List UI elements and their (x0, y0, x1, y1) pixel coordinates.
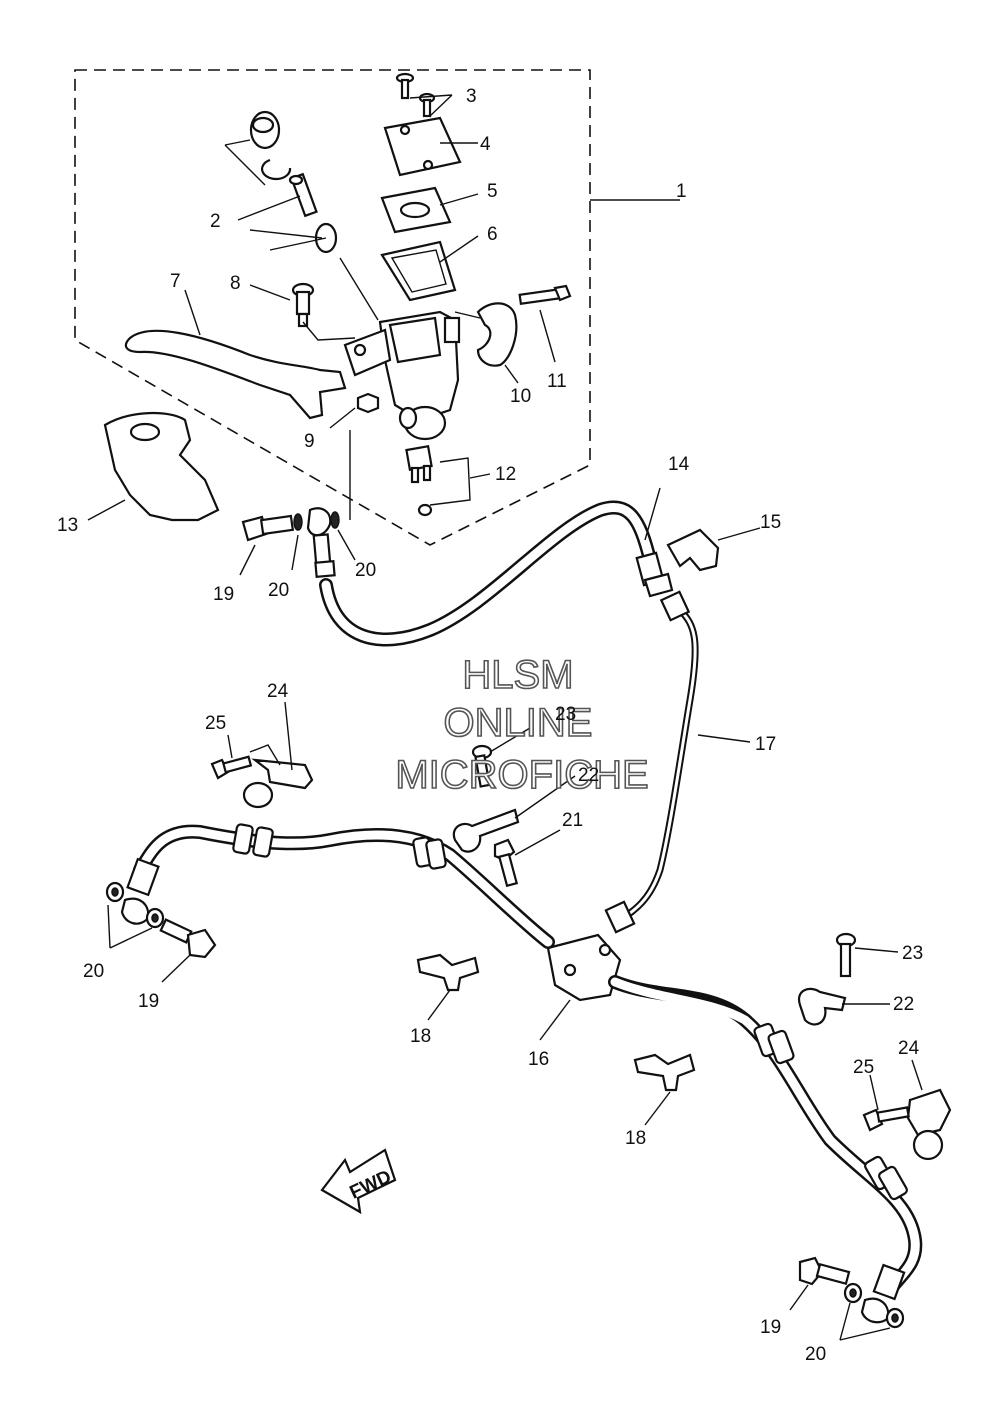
left-banjo-fitting (105, 881, 217, 983)
hose-bracket-right (862, 1059, 952, 1161)
callout-3: 3 (466, 86, 477, 107)
hose-clip-part (666, 528, 720, 572)
brake-hose-joint-part (546, 933, 622, 1002)
callout-22-upper: 22 (578, 765, 599, 786)
reservoir-cap-part (383, 116, 462, 177)
callout-23-right: 23 (902, 943, 923, 964)
callout-1: 1 (676, 181, 687, 202)
callout-20-upper-left: 20 (268, 580, 289, 601)
cap-screw-part (395, 72, 436, 118)
callout-9: 9 (304, 431, 315, 452)
callout-16: 16 (528, 1049, 549, 1070)
pipe-clamp-right (797, 932, 899, 1026)
left-lower-brake-hose (126, 823, 555, 949)
callout-11: 11 (547, 371, 567, 392)
hose-guide-clip-left (416, 953, 480, 1021)
holder-bolt-part (518, 284, 572, 305)
callout-20-left: 20 (83, 961, 104, 982)
callout-23-upper: 23 (555, 704, 576, 725)
hose-bracket-left (210, 701, 314, 809)
callout-19-right: 19 (760, 1317, 781, 1338)
pivot-bolt-part (291, 282, 315, 328)
right-lower-brake-hose (608, 975, 923, 1301)
callout-4: 4 (480, 134, 491, 155)
callout-labels: 1 2 3 4 5 6 7 8 9 10 11 12 13 14 15 16 1… (57, 86, 923, 1365)
callout-14: 14 (668, 454, 690, 475)
callout-24-left: 24 (267, 681, 289, 702)
brake-pipe (604, 590, 751, 934)
callout-22-right: 22 (893, 994, 914, 1015)
watermark: HLSM ONLINE MICROFICHE (395, 652, 650, 798)
callout-15: 15 (760, 512, 781, 533)
callout-13: 13 (57, 515, 78, 536)
callout-2: 2 (210, 211, 221, 232)
lever-nut-part (356, 392, 380, 414)
upper-banjo-fitting (239, 507, 356, 578)
watermark-line-1: HLSM (462, 653, 573, 697)
pipe-clamp-upper (452, 727, 576, 853)
union-bolt-part (493, 829, 561, 888)
brake-light-switch-part (405, 444, 471, 517)
callout-17: 17 (755, 734, 776, 755)
hose-guide-clip-right (633, 1053, 696, 1126)
callout-25-left: 25 (205, 713, 226, 734)
callout-19-left: 19 (138, 991, 159, 1012)
callout-21: 21 (562, 810, 583, 831)
forward-direction-arrow: FWD (320, 1148, 397, 1215)
assembly-boundary (74, 69, 591, 546)
callout-7: 7 (170, 271, 181, 292)
callout-12: 12 (495, 464, 516, 485)
brake-lever-part (124, 329, 347, 420)
callout-18-left: 18 (410, 1026, 431, 1047)
callout-24-right: 24 (898, 1038, 920, 1059)
callout-6: 6 (487, 224, 498, 245)
master-cylinder-assembly (124, 72, 572, 520)
watermark-line-2: ONLINE (444, 701, 593, 745)
callout-10: 10 (510, 386, 531, 407)
master-cylinder-cover-part (103, 412, 220, 522)
watermark-line-3: MICROFICHE (395, 753, 648, 797)
callout-20-right: 20 (805, 1344, 826, 1365)
callout-20-upper-right: 20 (355, 560, 376, 581)
master-cylinder-holder-part (476, 302, 518, 367)
callout-19-upper: 19 (213, 584, 234, 605)
callout-25-right: 25 (853, 1057, 874, 1078)
callout-5: 5 (487, 181, 498, 202)
diaphragm-part (380, 240, 457, 302)
upper-brake-hose (319, 487, 674, 647)
right-banjo-fitting (789, 1256, 905, 1341)
callout-8: 8 (230, 273, 241, 294)
callout-18-right: 18 (625, 1128, 646, 1149)
